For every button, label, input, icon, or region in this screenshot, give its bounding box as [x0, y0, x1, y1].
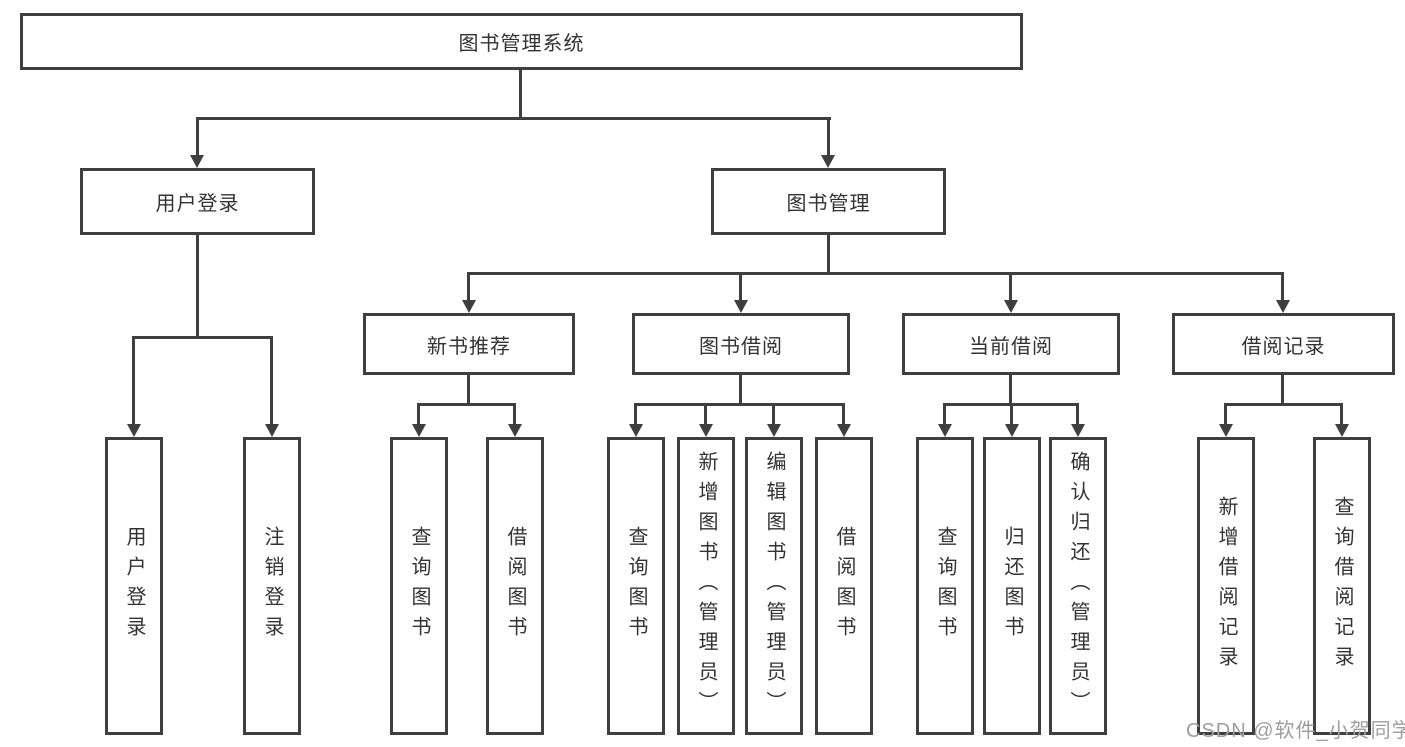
arrowhead-down-icon — [767, 424, 781, 437]
leaf-label: 编辑图书（管理员） — [763, 451, 785, 721]
node-label: 新书推荐 — [427, 335, 511, 358]
leaf-records-query-record: 查询借阅记录 — [1313, 437, 1371, 735]
leaf-label: 注销登录 — [261, 526, 283, 646]
connector-line — [704, 403, 707, 424]
node-label: 图书管理系统 — [458, 33, 585, 55]
connector-line — [634, 403, 845, 406]
node-label: 用户登录 — [155, 193, 240, 215]
connector-line — [196, 117, 831, 120]
leaf-records-add-record: 新增借阅记录 — [1197, 437, 1255, 735]
connector-line — [132, 336, 135, 424]
connector-line — [827, 117, 830, 155]
arrowhead-down-icon — [127, 424, 141, 437]
arrowhead-down-icon — [462, 300, 476, 313]
arrowhead-down-icon — [1335, 424, 1349, 437]
arrowhead-down-icon — [821, 155, 835, 168]
connector-line — [1340, 403, 1343, 424]
arrowhead-down-icon — [1219, 424, 1233, 437]
leaf-recommend-borrow-books: 借阅图书 — [486, 437, 544, 735]
node-current-borrowing: 当前借阅 — [902, 313, 1120, 375]
node-label: 图书管理 — [786, 193, 871, 215]
connector-line — [827, 235, 830, 275]
connector-line — [1281, 375, 1284, 406]
connector-line — [842, 403, 845, 424]
connector-line — [634, 403, 637, 424]
node-library-system: 图书管理系统 — [20, 13, 1023, 70]
leaf-label: 新增图书（管理员） — [695, 451, 717, 721]
leaf-logout: 注销登录 — [243, 437, 301, 735]
connector-line — [739, 272, 742, 300]
connector-line — [467, 375, 470, 406]
leaf-label: 借阅图书 — [504, 526, 526, 646]
node-label: 图书借阅 — [699, 335, 783, 358]
arrowhead-down-icon — [1005, 424, 1019, 437]
leaf-label: 新增借阅记录 — [1215, 496, 1237, 676]
arrowhead-down-icon — [412, 424, 426, 437]
leaf-current-return-books: 归还图书 — [983, 437, 1041, 735]
arrowhead-down-icon — [938, 424, 952, 437]
leaf-label: 查询借阅记录 — [1331, 496, 1353, 676]
connector-line — [132, 336, 273, 339]
connector-line — [772, 403, 775, 424]
arrowhead-down-icon — [508, 424, 522, 437]
connector-line — [1009, 375, 1012, 406]
node-label: 当前借阅 — [969, 335, 1053, 358]
connector-line — [739, 375, 742, 406]
connector-line — [1010, 403, 1013, 424]
connector-line — [467, 272, 470, 300]
connector-line — [1224, 403, 1343, 406]
leaf-label: 借阅图书 — [833, 526, 855, 646]
connector-line — [943, 403, 946, 424]
connector-line — [270, 336, 273, 424]
connector-line — [1076, 403, 1079, 424]
connector-line — [519, 70, 522, 118]
leaf-borrowing-query-books: 查询图书 — [607, 437, 665, 735]
arrowhead-down-icon — [1071, 424, 1085, 437]
connector-line — [1009, 272, 1012, 300]
leaf-label: 查询图书 — [934, 526, 956, 646]
arrowhead-down-icon — [699, 424, 713, 437]
leaf-current-confirm-return-admin: 确认归还（管理员） — [1049, 437, 1107, 735]
arrowhead-down-icon — [190, 155, 204, 168]
leaf-recommend-query-books: 查询图书 — [390, 437, 448, 735]
node-user-login: 用户登录 — [80, 168, 315, 235]
node-book-borrowing: 图书借阅 — [632, 313, 850, 375]
leaf-label: 查询图书 — [625, 526, 647, 646]
arrowhead-down-icon — [1004, 300, 1018, 313]
node-label: 借阅记录 — [1241, 335, 1326, 358]
watermark: CSDN @软件_小贺同学 — [1186, 720, 1405, 742]
connector-line — [417, 403, 420, 424]
leaf-borrowing-borrow-books: 借阅图书 — [815, 437, 873, 735]
leaf-label: 归还图书 — [1001, 526, 1023, 646]
arrowhead-down-icon — [629, 424, 643, 437]
leaf-borrowing-add-books-admin: 新增图书（管理员） — [677, 437, 735, 735]
leaf-current-query-books: 查询图书 — [916, 437, 974, 735]
connector-line — [513, 403, 516, 424]
node-new-book-recommendation: 新书推荐 — [363, 313, 575, 375]
leaf-label: 确认归还（管理员） — [1067, 451, 1089, 721]
arrowhead-down-icon — [265, 424, 279, 437]
connector-line — [417, 403, 516, 406]
connector-line — [1281, 272, 1284, 300]
node-borrowing-records: 借阅记录 — [1172, 313, 1395, 375]
leaf-label: 查询图书 — [408, 526, 430, 646]
connector-line — [196, 117, 199, 155]
leaf-borrowing-edit-books-admin: 编辑图书（管理员） — [745, 437, 803, 735]
connector-line — [1224, 403, 1227, 424]
arrowhead-down-icon — [734, 300, 748, 313]
node-book-management: 图书管理 — [711, 168, 946, 235]
connector-line — [196, 235, 199, 339]
connector-line — [467, 272, 1284, 275]
arrowhead-down-icon — [837, 424, 851, 437]
arrowhead-down-icon — [1276, 300, 1290, 313]
leaf-label: 用户登录 — [123, 526, 145, 646]
leaf-user-login: 用户登录 — [105, 437, 163, 735]
